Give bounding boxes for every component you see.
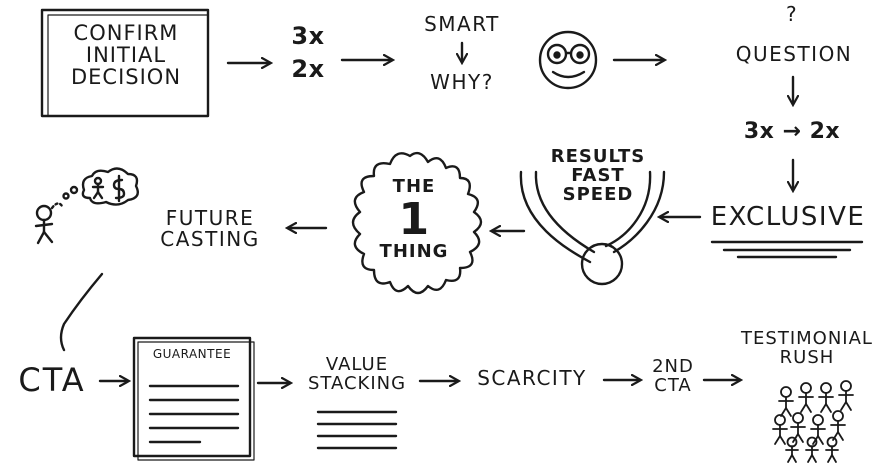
- cta-label: CTA: [18, 361, 86, 399]
- ratio-row-label: 3x → 2x: [743, 119, 841, 144]
- connector-future-to-cta: [59, 272, 104, 352]
- fast-line: FAST: [571, 164, 625, 186]
- results-line: RESULTS: [550, 146, 646, 167]
- confirm-line-1: CONFIRM: [73, 21, 179, 45]
- horseshoe-magnet-icon: [519, 170, 666, 286]
- ratio-2x-label: 2x: [291, 55, 325, 83]
- the-line: THE: [392, 176, 436, 197]
- testimonial-rush-label: TESTIMONIAL RUSH: [734, 328, 880, 368]
- stick-figure-dreaming-of-money-icon: [34, 167, 139, 245]
- one-thing-badge: [351, 151, 483, 295]
- scarcity-label: SCARCITY: [477, 366, 587, 390]
- casting-line: CASTING: [160, 227, 260, 251]
- confirm-box-shadow: [47, 14, 209, 117]
- smiling-face-with-glasses-icon: [538, 30, 598, 90]
- why-label: WHY?: [430, 70, 494, 94]
- confirm-line-2: INITIAL: [85, 43, 167, 68]
- one-thing-label: THE 1 THING: [374, 176, 454, 262]
- confirm-initial-decision-label: CONFIRM INITIAL DECISION: [48, 22, 204, 88]
- second-line: 2ND: [652, 356, 694, 377]
- stick-figure-crowd-icon: [772, 380, 854, 463]
- guarantee-document-icon: [132, 336, 255, 461]
- value-stacking-label: VALUE STACKING: [298, 354, 416, 394]
- rush-line: RUSH: [779, 346, 835, 368]
- ratio-3x-label: 3x: [291, 22, 325, 50]
- confirm-line-3: DECISION: [70, 65, 182, 90]
- future-casting-label: FUTURE CASTING: [150, 208, 270, 250]
- future-line: FUTURE: [165, 206, 255, 230]
- thing-line: THING: [379, 240, 449, 262]
- testimonial-line: TESTIMONIAL: [741, 328, 873, 349]
- second-cta-line: CTA: [654, 374, 692, 396]
- speed-line: SPEED: [562, 183, 634, 205]
- results-fast-speed-label: RESULTS FAST SPEED: [536, 146, 660, 205]
- value-line: VALUE: [325, 354, 389, 375]
- question-mark-label: ?: [785, 2, 799, 26]
- exclusive-label: EXCLUSIVE: [710, 202, 866, 232]
- second-cta-label: 2ND CTA: [644, 356, 702, 396]
- guarantee-label: GUARANTEE: [152, 347, 232, 361]
- smart-label: SMART: [424, 12, 500, 36]
- one-line: 1: [398, 193, 430, 245]
- stacking-line: STACKING: [307, 372, 407, 394]
- question-label: QUESTION: [735, 42, 853, 66]
